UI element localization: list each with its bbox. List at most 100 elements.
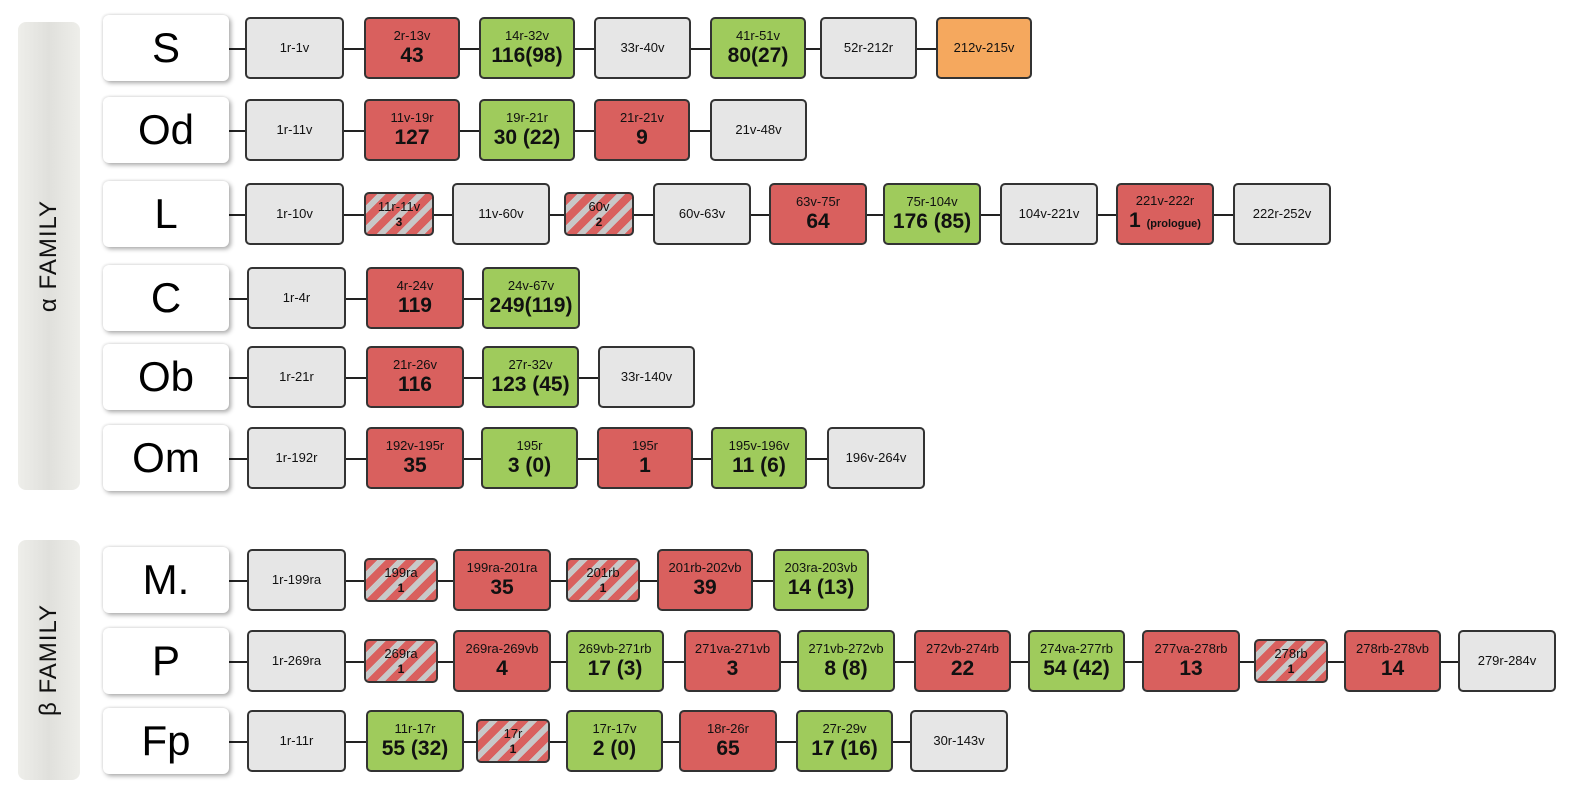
folio-range: 203ra-203vb [784, 560, 858, 575]
folio-range: 21r-21v [619, 110, 665, 125]
row-connector-line [229, 130, 710, 132]
alpha-family-band: α FAMILY [18, 22, 80, 490]
folio-count: 39 [693, 576, 716, 600]
folio-count: 1 (prologue) [1129, 209, 1201, 236]
folio-count-note: (prologue) [1146, 217, 1201, 230]
folio-count-value: 13 [1179, 657, 1203, 680]
folio-count: 3 [727, 657, 739, 681]
folio-count: 43 [400, 44, 423, 68]
folio-range: 17r [503, 726, 523, 741]
folio-count-value: 43 [400, 44, 424, 67]
folio-count: 127 [394, 126, 429, 150]
folio-count-value: 1 [599, 581, 607, 595]
folio-range: 41r-51v [735, 28, 781, 43]
folio-box-gray: 104v-221v [1000, 183, 1098, 245]
folio-range: 33r-140v [620, 369, 673, 384]
row-connector-line [229, 298, 482, 300]
folio-count-value: 80(27) [727, 44, 789, 67]
folio-range: 27r-29v [822, 721, 867, 736]
folio-count: 119 [398, 294, 432, 318]
folio-count: 249(119) [490, 294, 573, 318]
folio-count: 13 [1179, 657, 1202, 681]
folio-range: 19r-21r [506, 110, 548, 125]
folio-count: 54 (42) [1043, 657, 1110, 681]
folio-range: 277va-278rb [1154, 641, 1228, 656]
folio-range: 1r-10v [276, 206, 313, 221]
folio-range: 1r-11v [276, 122, 313, 137]
folio-count-value: 35 [403, 454, 427, 477]
manuscript-label: Om [103, 425, 229, 491]
folio-range: 11r-11v [377, 199, 421, 214]
folio-box-gray: 1r-4r [247, 267, 346, 329]
folio-range: 11r-17r [394, 721, 436, 736]
folio-box-gray: 52r-212r [820, 17, 917, 79]
folio-count-value: 39 [693, 576, 717, 599]
folio-count-value: 35 [490, 576, 514, 599]
folio-range: 63v-75r [795, 194, 841, 209]
folio-count: 1 [398, 581, 405, 595]
folio-range: 30r-143v [933, 733, 985, 748]
folio-range: 1r-192r [275, 450, 318, 465]
folio-count-value: 2 (0) [592, 737, 637, 760]
folio-count: 1 [510, 742, 517, 756]
folio-count: 9 [636, 126, 648, 150]
folio-box-gray: 196v-264v [827, 427, 925, 489]
folio-count: 64 [806, 210, 829, 234]
folio-box-gray: 1r-269ra [247, 630, 346, 692]
manuscript-label: P [103, 628, 229, 694]
folio-count: 1 [398, 662, 405, 676]
folio-count: 14 (13) [788, 576, 855, 600]
beta-family-band: β FAMILY [18, 540, 80, 780]
row-connector-line [229, 48, 936, 50]
manuscript-label: Fp [103, 708, 229, 774]
folio-count-value: 127 [394, 126, 430, 149]
folio-range: 1r-11r [279, 733, 314, 748]
folio-range: 21v-48v [735, 122, 782, 137]
folio-range: 192v-195r [385, 438, 445, 453]
folio-count-value: 14 (13) [787, 576, 855, 599]
folio-range: 269vb-271rb [578, 641, 652, 656]
folio-box-gray: 1r-192r [247, 427, 346, 489]
folio-count: 17 (3) [588, 657, 643, 681]
folio-box-gray: 1r-1v [245, 17, 344, 79]
folio-count: 123 (45) [491, 373, 569, 397]
folio-range: 195r [516, 438, 543, 453]
folio-count: 1 [1288, 662, 1295, 676]
folio-count-value: 123 (45) [491, 373, 570, 396]
folio-box-gray: 1r-21r [247, 346, 346, 408]
folio-count: 116(98) [491, 44, 562, 68]
manuscript-label: Ob [103, 344, 229, 410]
folio-range: 60v-63v [678, 206, 726, 221]
folio-range: 195r [631, 438, 659, 453]
folio-range: 196v-264v [845, 450, 907, 465]
folio-count-value: 1 [639, 454, 651, 477]
